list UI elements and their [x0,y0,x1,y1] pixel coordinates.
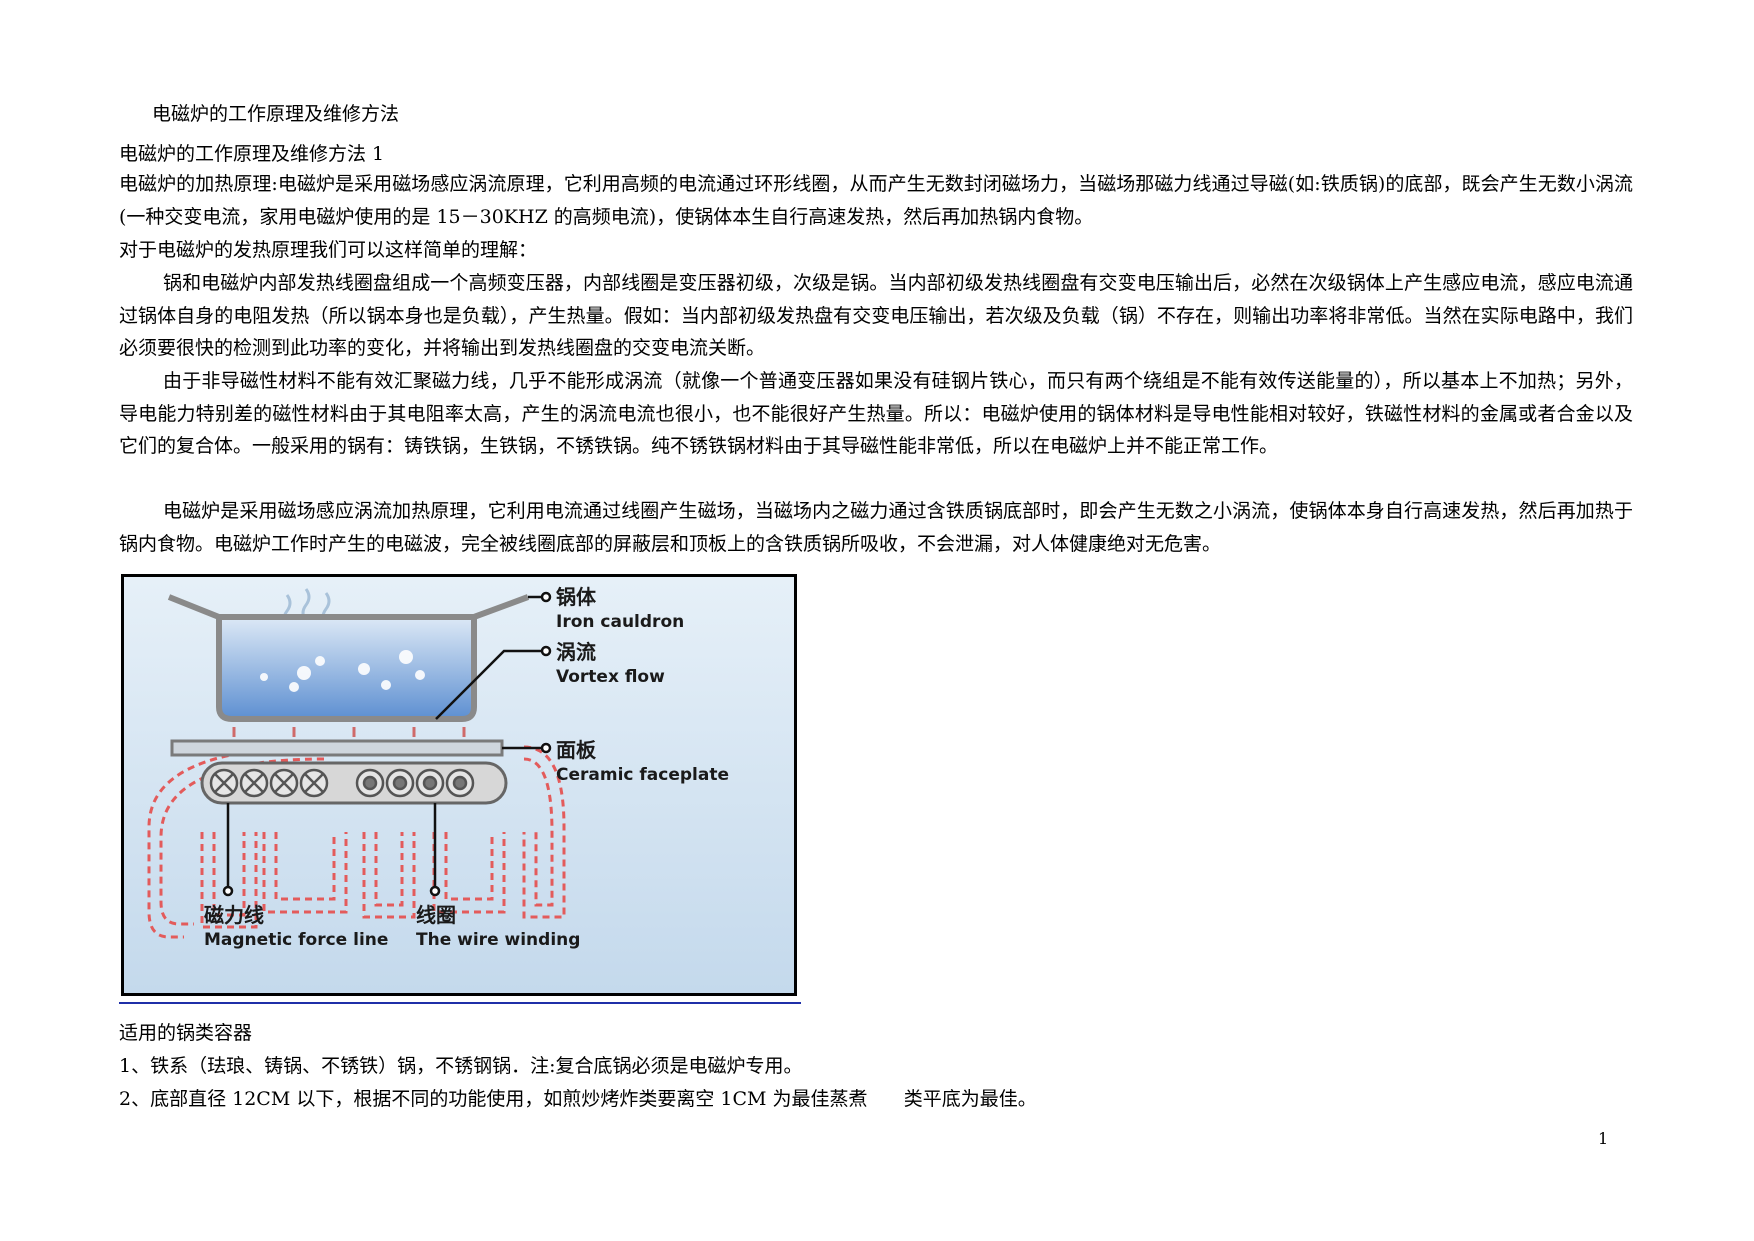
pot-body [216,617,477,722]
induction-diagram: 锅体 Iron cauldron 涡流 Vortex flow 面板 Ceram… [121,574,797,996]
page-number: 1 [1598,1129,1609,1148]
paragraph-eddy-current: 电磁炉是采用磁场感应涡流加热原理，它利用电流通过线圈产生磁场，当磁场内之磁力通过… [119,500,1633,555]
list-item-1: 1、铁系（珐琅、铸锅、不锈铁）锅，不锈钢锅．注:复合底锅必须是电磁炉专用。 [119,1055,803,1077]
paragraph-understanding: 对于电磁炉的发热原理我们可以这样简单的理解： [119,239,538,261]
paragraph-heating-principle: 电磁炉的加热原理:电磁炉是采用磁场感应涡流原理，它利用高频的电流通过环形线圈，从… [119,173,1633,228]
label-force-cn: 磁力线 [204,903,264,927]
pot-bottom-contacts [232,727,466,737]
paragraph-materials: 由于非导磁性材料不能有效汇聚磁力线，几乎不能形成涡流（就像一个普通变压器如果没有… [119,370,1633,457]
leader-lines [222,591,552,897]
coil-windings-in [209,768,329,798]
label-plate-en: Ceramic faceplate [556,765,729,785]
pot-rim [167,594,530,620]
cookware-title: 适用的锅类容器 [119,1022,253,1044]
label-vortex-cn: 涡流 [556,640,596,664]
ceramic-faceplate [170,739,504,757]
figure-underline [119,1002,801,1004]
section-title: 电磁炉的工作原理及维修方法 1 [119,143,385,165]
induction-diagram-svg: 锅体 Iron cauldron 涡流 Vortex flow 面板 Ceram… [124,577,794,993]
paragraph-transformer: 锅和电磁炉内部发热线圈盘组成一个高频变压器，内部线圈是变压器初级，次级是锅。当内… [119,272,1633,359]
label-coil-cn: 线圈 [416,903,456,927]
coil-windings-out [355,768,475,798]
label-pot-en: Iron cauldron [556,612,684,632]
label-vortex-en: Vortex flow [556,667,665,687]
boiling-bubbles [260,650,425,692]
list-item-2: 2、底部直径 12CM 以下，根据不同的功能使用，如煎炒烤炸类要离空 1CM 为… [119,1088,1037,1110]
label-plate-cn: 面板 [556,738,597,762]
label-force-en: Magnetic force line [204,930,388,950]
label-pot-cn: 锅体 [556,585,597,609]
label-coil-en: The wire winding [416,930,580,950]
header-title: 电磁炉的工作原理及维修方法 [152,103,400,125]
